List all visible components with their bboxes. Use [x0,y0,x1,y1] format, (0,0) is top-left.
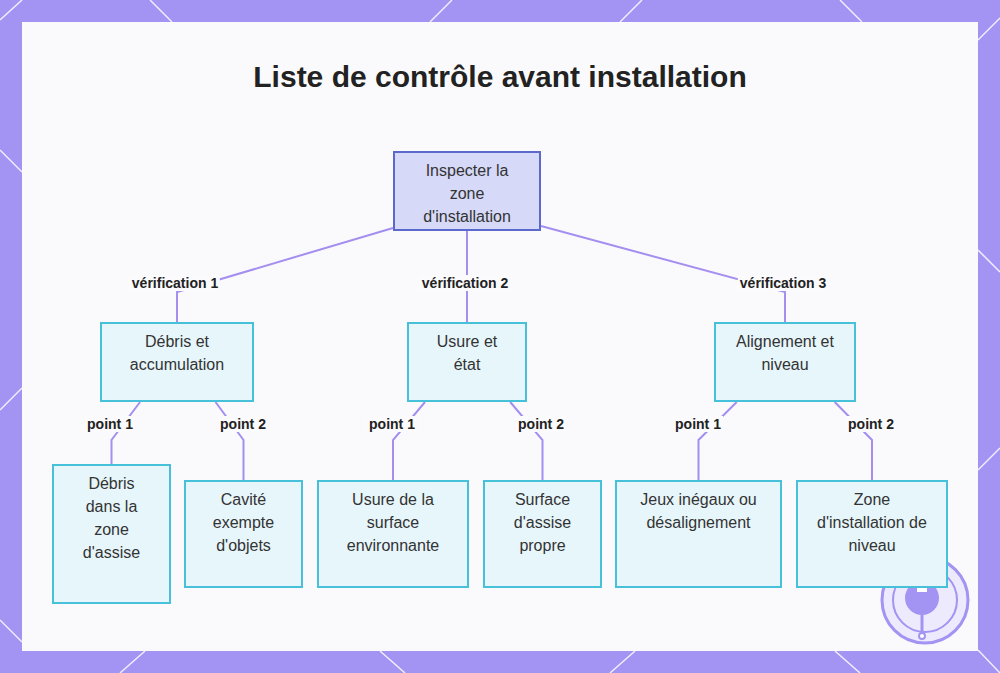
connector-line [112,402,141,464]
connector-line [835,402,872,480]
check-box: Usure et état [407,322,527,402]
check-box: Débris et accumulation [100,322,254,402]
box-label: Zone d'installation de niveau [810,488,934,557]
connector-line [541,226,785,322]
connector-line [510,402,542,480]
edge-label: vérification 2 [420,275,510,291]
edge-label: point 1 [673,416,723,432]
point-box: Usure de la surface environnante [317,480,469,588]
edge-label: vérification 1 [130,275,220,291]
point-box: Zone d'installation de niveau [796,480,948,588]
box-label: Jeux inégaux ou désalignement [640,488,758,534]
check-box: Alignement et niveau [714,322,856,402]
edge-label: vérification 3 [738,275,828,291]
diagram-title: Liste de contrôle avant installation [0,60,1000,94]
point-box: Surface d'assise propre [483,480,602,588]
box-label: Alignement et niveau [735,330,835,376]
edge-label: point 1 [367,416,417,432]
root-box: Inspecter la zone d'installation [393,151,541,231]
edge-label: point 2 [516,416,566,432]
edge-label: point 2 [846,416,896,432]
edge-label: point 2 [218,416,268,432]
box-label: Cavité exempte d'objets [194,488,294,557]
connector-line [699,402,737,480]
content-panel [22,22,978,651]
connector-line [393,402,425,480]
box-label: Usure et état [425,330,509,376]
edge-label: point 1 [85,416,135,432]
box-label: Inspecter la zone d'installation [411,159,523,228]
box-label: Usure de la surface environnante [326,488,460,557]
box-label: Surface d'assise propre [493,488,593,557]
box-label: Débris dans la zone d'assise [72,472,152,564]
point-box: Jeux inégaux ou désalignement [615,480,782,588]
connector-line [216,402,244,480]
point-box: Débris dans la zone d'assise [52,464,171,604]
point-box: Cavité exempte d'objets [184,480,303,588]
box-label: Débris et accumulation [117,330,237,376]
